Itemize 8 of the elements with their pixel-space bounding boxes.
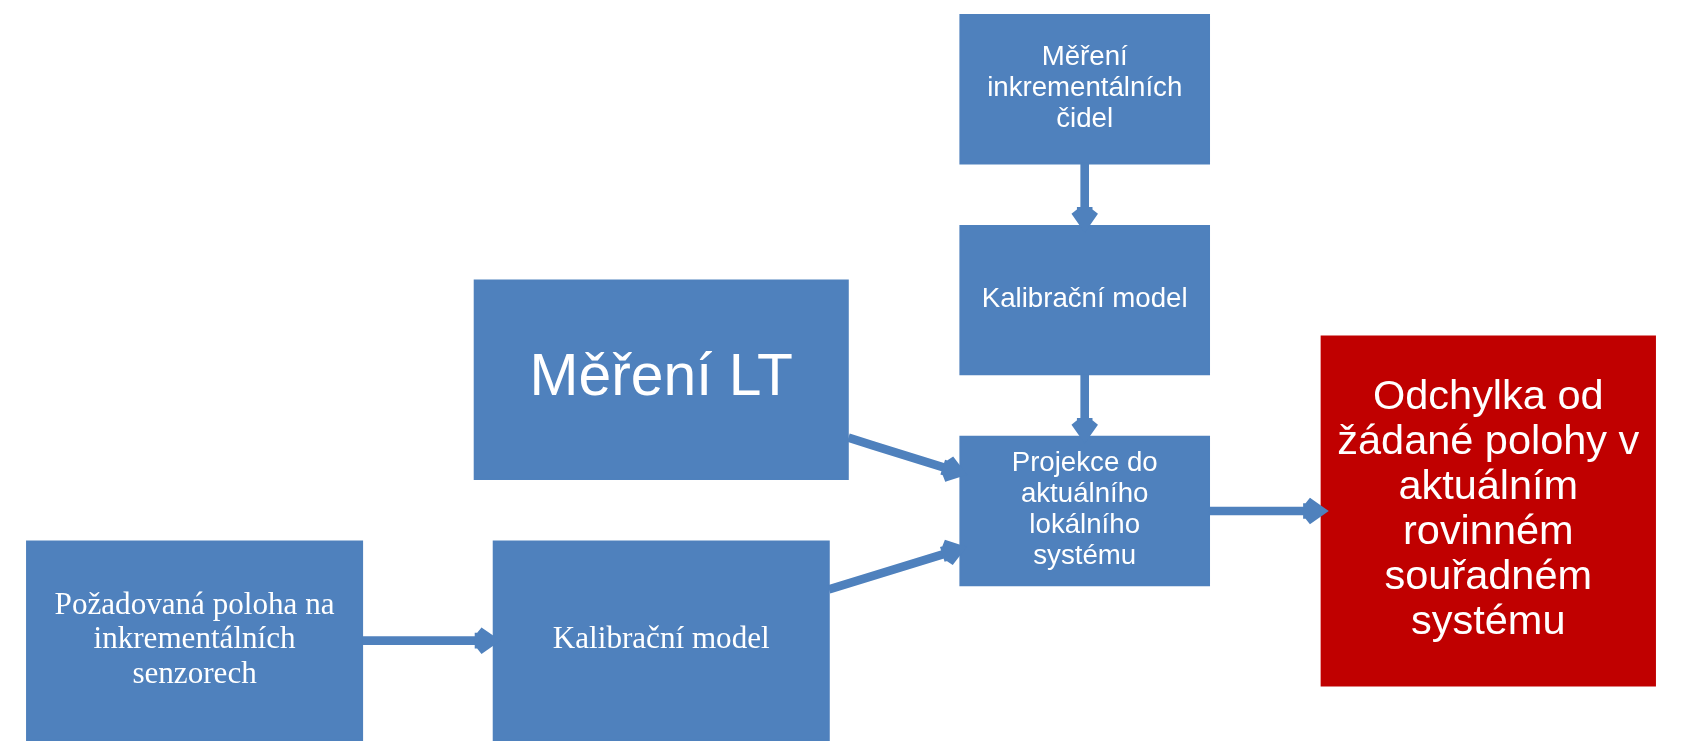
node-box: Kalibrační model	[959, 224, 1210, 376]
node-box: Měření LT	[473, 279, 849, 480]
node-box: Projekce do aktuálního lokálního systému	[959, 435, 1210, 587]
node-box: Měření inkrementálních čidel	[959, 14, 1210, 165]
arrow	[1209, 496, 1326, 526]
node-box: Odchylka od žádané polohy v aktuálním rovinném souřadném systému	[1320, 335, 1656, 687]
node-box: Kalibrační model	[492, 540, 830, 741]
node-box: Požadovaná poloha na inkrementálních senzorech	[26, 540, 364, 741]
